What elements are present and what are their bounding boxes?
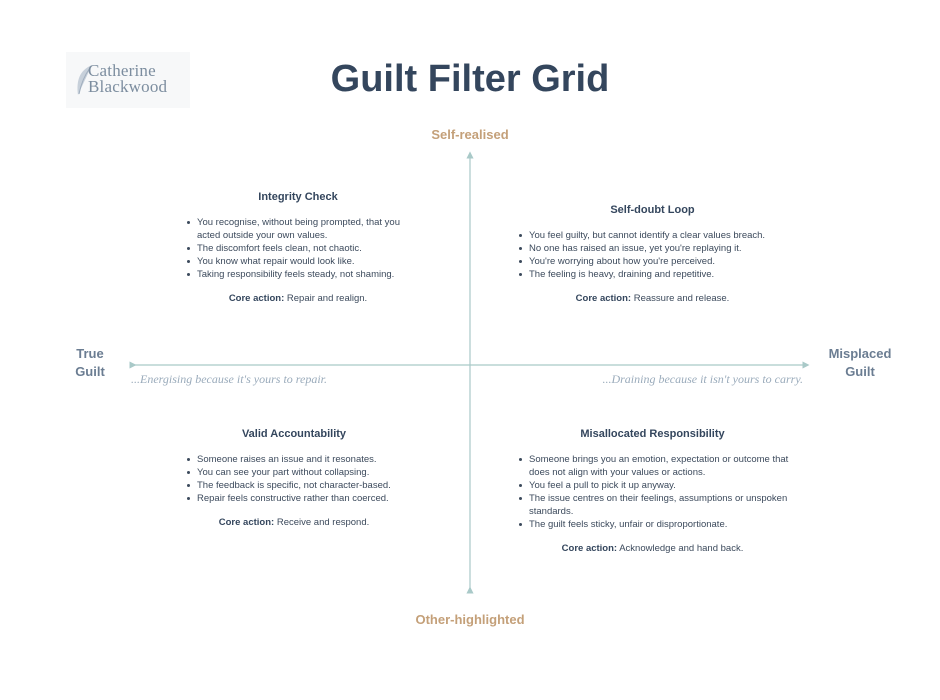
quadrant-integrity-check: Integrity Check You recognise, without b… xyxy=(183,191,413,304)
list-item: You feel guilty, but cannot identify a c… xyxy=(519,229,790,242)
core-action: Core action: Acknowledge and hand back. xyxy=(515,543,790,554)
list-item: Someone brings you an emotion, expectati… xyxy=(519,454,789,478)
quadrant-title: Self-doubt Loop xyxy=(610,204,695,216)
core-action-text: Reassure and release. xyxy=(633,293,730,304)
quadrant-misallocated-responsibility: Misallocated Responsibility Someone brin… xyxy=(515,428,790,554)
list-item: The guilt feels sticky, unfair or dispro… xyxy=(519,518,790,531)
list-item: You know what repair would look like. xyxy=(187,255,413,268)
axis-label-misplaced-guilt-line-2: Guilt xyxy=(845,364,875,379)
list-item: No one has raised an issue, yet you're r… xyxy=(519,242,790,255)
list-item: You recognise, without being prompted, t… xyxy=(187,216,413,242)
core-action-label: Core action: xyxy=(561,543,618,554)
list-item: Taking responsibility feels steady, not … xyxy=(187,268,413,281)
logo-wordmark: Catherine Blackwood xyxy=(88,61,168,96)
list-item: You can see your part without collapsing… xyxy=(187,466,405,479)
axis-label-misplaced-guilt-line-1: Misplaced xyxy=(828,346,892,361)
list-item: You feel a pull to pick it up anyway. xyxy=(519,479,790,492)
core-action: Core action: Reassure and release. xyxy=(515,293,790,304)
axis-label-self-realised: Self-realised xyxy=(431,127,509,142)
logo-line-1: Catherine xyxy=(88,61,156,80)
axis-label-true-guilt-line-2: Guilt xyxy=(75,364,105,379)
page-title: Guilt Filter Grid xyxy=(330,58,610,100)
list-item: Someone raises an issue and it resonates… xyxy=(187,453,405,466)
quadrant-list: Someone brings you an emotion, expectati… xyxy=(515,453,790,531)
axis-label-misplaced-guilt: Misplaced Guilt xyxy=(820,345,900,381)
axis-label-true-guilt: True Guilt xyxy=(64,345,116,381)
quadrant-self-doubt-loop: Self-doubt Loop You feel guilty, but can… xyxy=(515,204,790,304)
core-action-text: Acknowledge and hand back. xyxy=(619,543,744,554)
core-action: Core action: Receive and respond. xyxy=(183,517,405,528)
core-action-text: Receive and respond. xyxy=(276,517,370,528)
list-item: The discomfort feels clean, not chaotic. xyxy=(187,242,413,255)
core-action-label: Core action: xyxy=(228,293,285,304)
quadrant-list: You feel guilty, but cannot identify a c… xyxy=(515,229,790,281)
list-item: Repair feels constructive rather than co… xyxy=(187,492,405,505)
logo: Catherine Blackwood xyxy=(66,52,190,108)
quadrant-title: Valid Accountability xyxy=(241,428,347,440)
core-action-label: Core action: xyxy=(575,293,632,304)
list-item: The feeling is heavy, draining and repet… xyxy=(519,268,790,281)
quadrant-valid-accountability: Valid Accountability Someone raises an i… xyxy=(183,428,405,528)
feather-icon xyxy=(77,65,92,95)
list-item: The issue centres on their feelings, ass… xyxy=(519,492,790,518)
list-item: The feedback is specific, not character-… xyxy=(187,479,405,492)
logo-line-2: Blackwood xyxy=(88,77,168,96)
tagline-true-guilt: ...Energising because it's yours to repa… xyxy=(131,372,327,386)
core-action: Core action: Repair and realign. xyxy=(183,293,413,304)
axis-label-other-highlighted: Other-highlighted xyxy=(415,612,525,627)
core-action-text: Repair and realign. xyxy=(286,293,368,304)
core-action-label: Core action: xyxy=(218,517,275,528)
quadrant-list: Someone raises an issue and it resonates… xyxy=(183,453,405,505)
quadrant-list: You recognise, without being prompted, t… xyxy=(183,216,413,281)
quadrant-title: Integrity Check xyxy=(258,191,338,203)
axis-label-true-guilt-line-1: True xyxy=(76,346,104,361)
quadrant-title: Misallocated Responsibility xyxy=(580,428,725,440)
tagline-misplaced-guilt: ...Draining because it isn't yours to ca… xyxy=(602,372,803,386)
list-item: You're worrying about how you're perceiv… xyxy=(519,255,790,268)
